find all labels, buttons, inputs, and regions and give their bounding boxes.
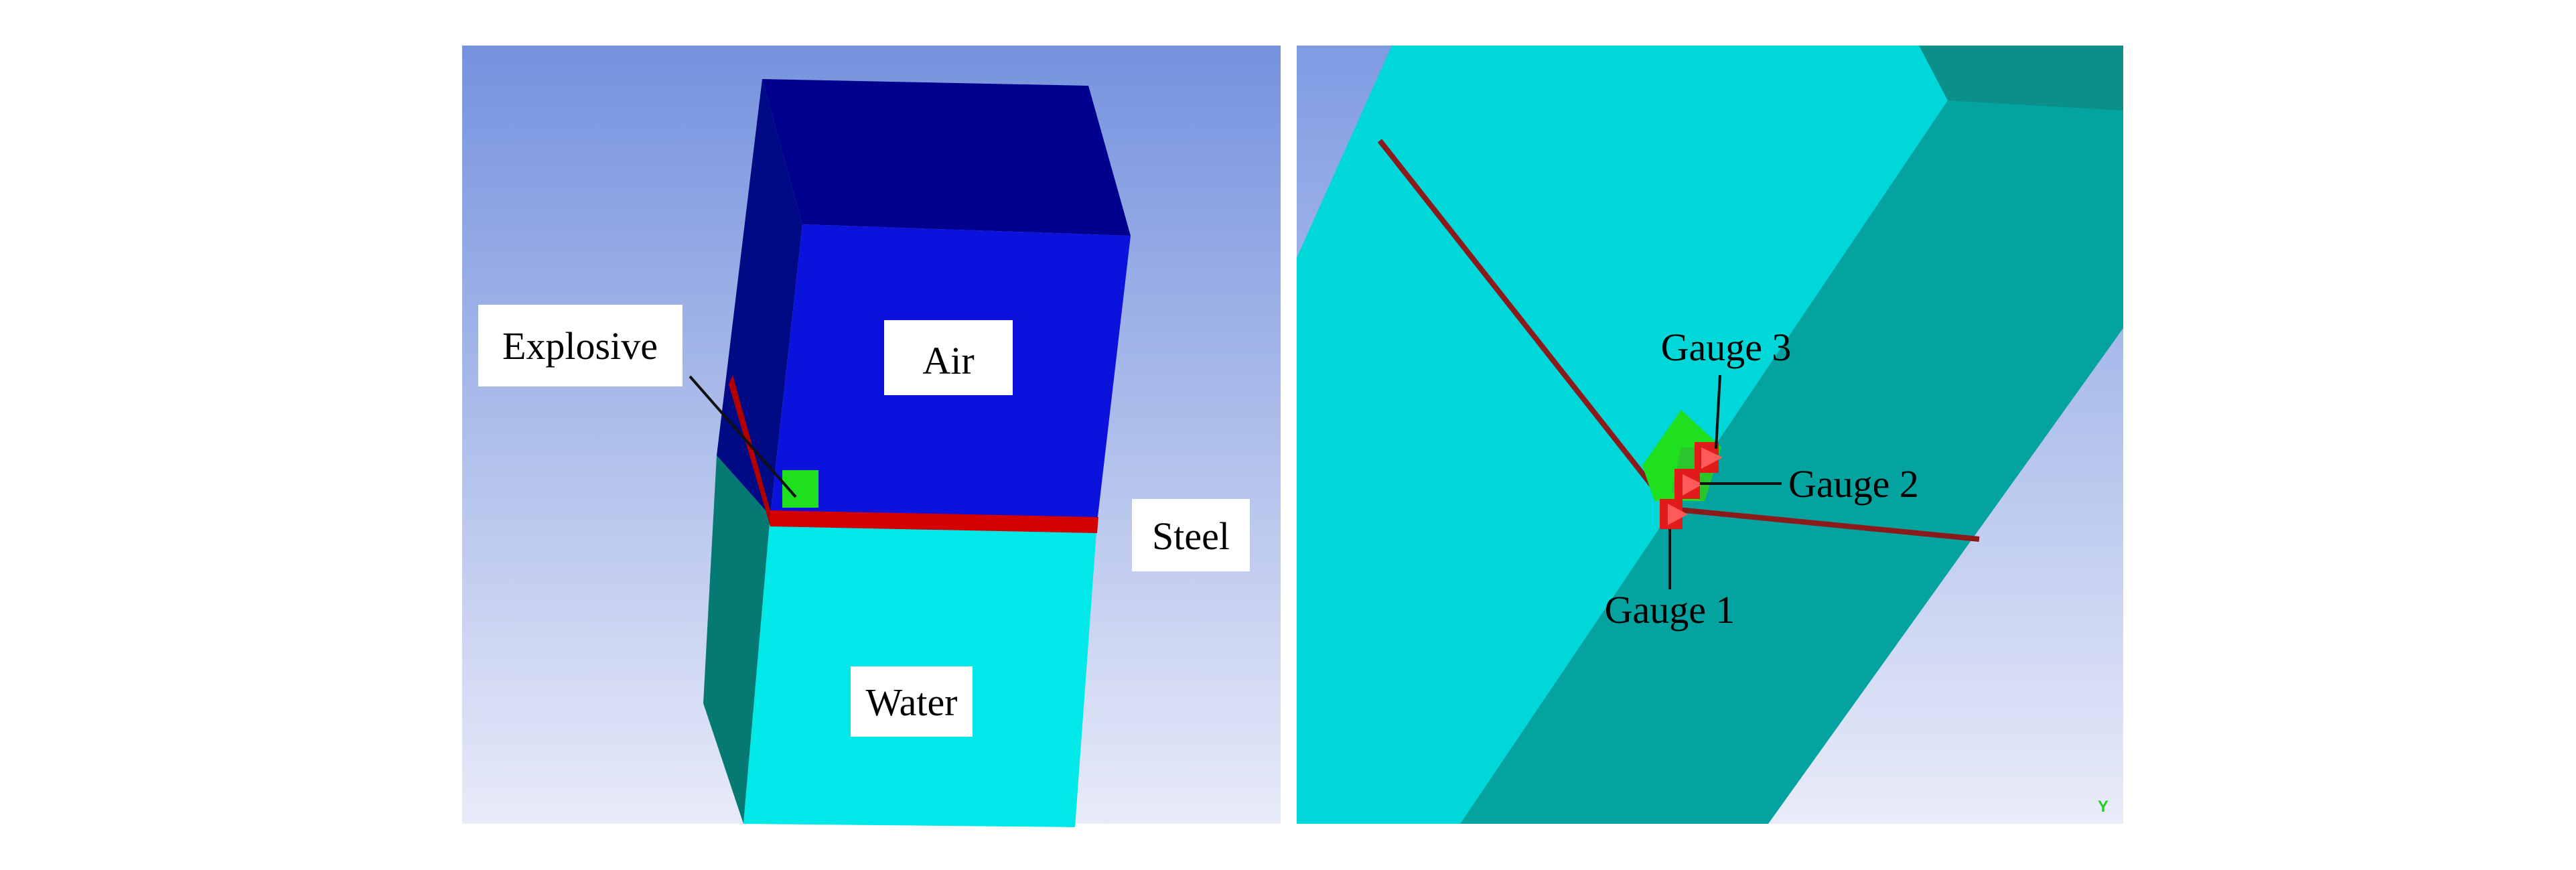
steel-label: Steel xyxy=(1152,514,1230,558)
steel-edge-line-lower xyxy=(1670,506,1980,542)
gauge-2-marker xyxy=(1674,469,1703,499)
water-side-face xyxy=(703,455,770,824)
gauge-3-marker xyxy=(1695,442,1723,473)
axis-indicator-y: Y xyxy=(2098,798,2108,816)
explosive-leader-line xyxy=(689,375,797,498)
top-right-face xyxy=(1919,46,2123,111)
gauge-1-marker xyxy=(1660,499,1688,529)
air-top-face xyxy=(762,79,1131,236)
right-panel: Gauge 3 Gauge 2 Gauge 1 Y xyxy=(1297,46,2123,824)
water-label-box xyxy=(851,666,973,737)
steel-edge-line-upper xyxy=(1377,139,1670,508)
steel-label-box xyxy=(1132,499,1250,571)
air-label: Air xyxy=(922,339,974,382)
dark-teal-face xyxy=(1460,100,2123,824)
steel-plate-side xyxy=(729,375,770,526)
explosive-label: Explosive xyxy=(502,324,658,368)
gauge-3-leader xyxy=(1715,374,1721,449)
steel-plate xyxy=(770,510,1098,533)
explosive-charge xyxy=(782,470,818,508)
air-label-box xyxy=(884,320,1013,395)
left-panel: Explosive Air Steel Water xyxy=(462,46,1281,827)
explosive-label-box xyxy=(478,305,683,386)
gauge-1-label: Gauge 1 xyxy=(1605,588,1735,632)
gauge-2-label: Gauge 2 xyxy=(1788,462,1919,506)
water-label: Water xyxy=(865,680,957,724)
gauge-3-label: Gauge 3 xyxy=(1661,325,1792,369)
